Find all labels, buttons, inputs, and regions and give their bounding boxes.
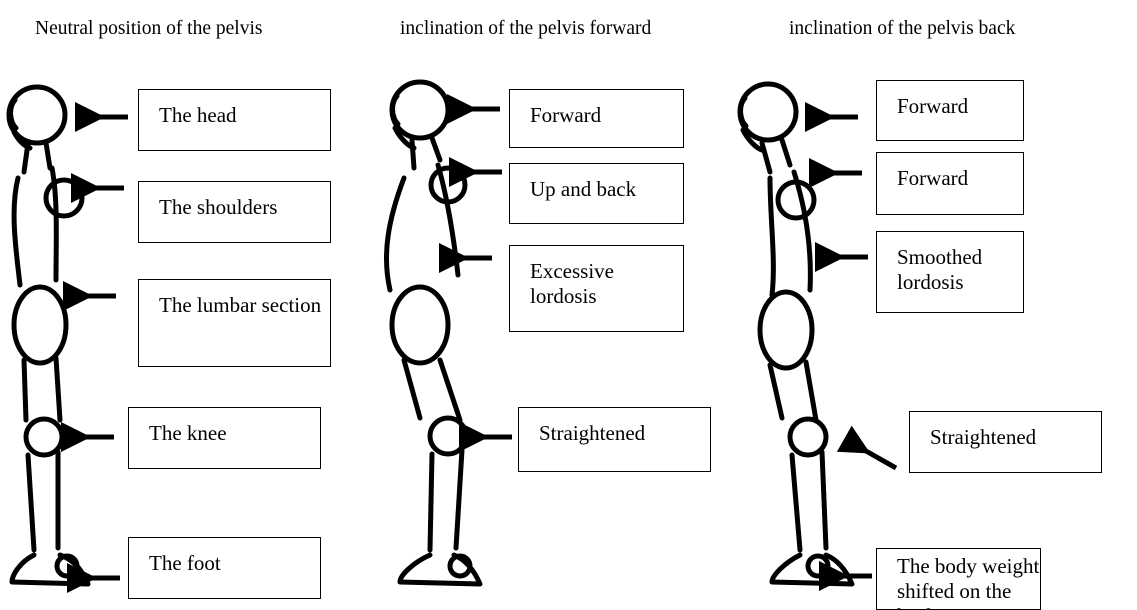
shin <box>430 450 462 550</box>
arrow-straightened-back <box>866 451 896 468</box>
label-forward-back-head: Forward <box>876 80 1024 141</box>
label-up-and-back: Up and back <box>509 163 684 224</box>
label-straightened-forward: Straightened <box>518 407 711 472</box>
knee <box>26 419 62 455</box>
figure-neutral <box>9 87 88 584</box>
label-the-lumbar-section: The lumbar section <box>138 279 331 367</box>
shin <box>792 452 826 550</box>
pelvis <box>392 287 448 363</box>
label-forward-head: Forward <box>509 89 684 148</box>
label-the-foot: The foot <box>128 537 321 599</box>
figure-forward <box>386 82 480 584</box>
knee <box>790 419 826 455</box>
ankle <box>808 556 828 576</box>
neck <box>412 138 440 168</box>
label-the-knee: The knee <box>128 407 321 469</box>
label-forward-back-shoulders: Forward <box>876 152 1024 215</box>
label-the-shoulders: The shoulders <box>138 181 331 243</box>
figure-back <box>740 84 852 584</box>
head <box>740 84 796 140</box>
label-smoothed-lordosis: Smoothed lordosis <box>876 231 1024 313</box>
torso <box>386 165 458 290</box>
label-straightened-back: Straightened <box>909 411 1102 473</box>
thigh <box>24 358 60 420</box>
shin <box>28 452 58 550</box>
pelvis <box>760 292 812 368</box>
shoulder <box>46 180 82 216</box>
torso <box>770 172 810 295</box>
label-excessive-lordosis: Excessive lordosis <box>509 245 684 332</box>
thigh <box>770 362 816 420</box>
head <box>392 82 448 138</box>
pelvis <box>14 287 66 363</box>
label-the-head: The head <box>138 89 331 151</box>
thigh <box>404 360 460 420</box>
neck <box>24 143 50 172</box>
label-body-weight-shifted: The body weight shifted on the heels <box>876 548 1041 610</box>
neck <box>762 140 790 172</box>
